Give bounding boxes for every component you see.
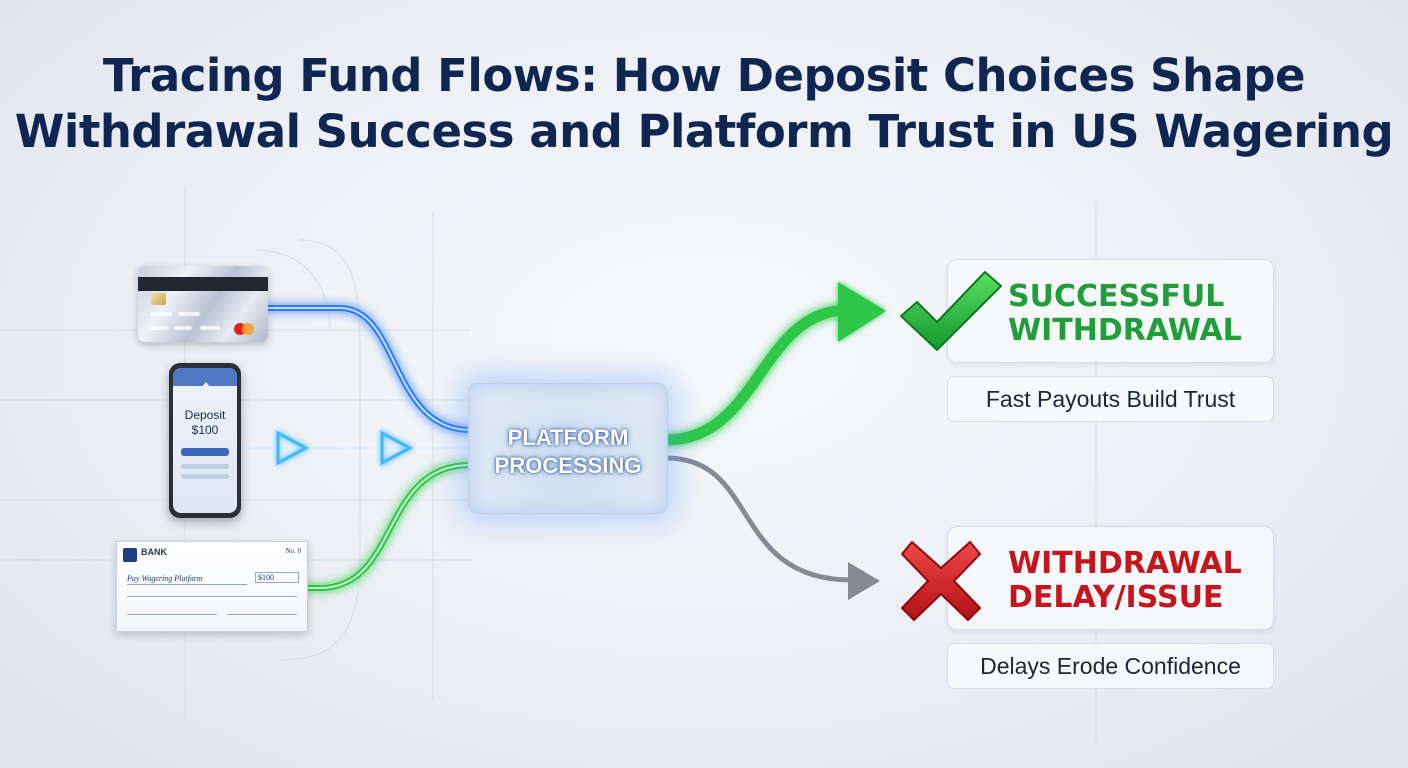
bank-check-icon: BANK No. 0 Pay Wagering Platform $100 (116, 541, 308, 632)
failure-outcome-label: WITHDRAWAL DELAY/ISSUE (1008, 546, 1242, 615)
card-flow-line (265, 305, 473, 433)
processing-line-2: PROCESSING (494, 453, 642, 478)
credit-card-icon (138, 266, 268, 342)
title-line-2: Withdrawal Success and Platform Trust in… (14, 105, 1394, 158)
failure-flow-arrowhead (848, 562, 880, 600)
page-title: Tracing Fund Flows: How Deposit Choices … (0, 48, 1408, 160)
check-payee: Pay Wagering Platform (127, 574, 203, 583)
red-x-icon (898, 538, 984, 629)
success-flow-arrowhead (838, 282, 886, 342)
failure-flow-line (663, 455, 855, 583)
check-amount: $100 (255, 572, 299, 583)
mobile-flow-arrow-2 (380, 430, 414, 466)
checkmark-icon (893, 266, 1005, 359)
mobile-flow-arrow-1 (276, 430, 310, 466)
failure-caption: Delays Erode Confidence (947, 643, 1274, 689)
success-outcome-box: SUCCESSFUL WITHDRAWAL (947, 259, 1274, 363)
check-flow-line (303, 462, 473, 591)
platform-processing-box: PLATFORM PROCESSING (468, 383, 668, 514)
processing-line-1: PLATFORM (507, 425, 629, 450)
check-bank-name: BANK (141, 547, 167, 557)
failure-outcome-box: WITHDRAWAL DELAY/ISSUE (947, 526, 1274, 630)
title-line-1: Tracing Fund Flows: How Deposit Choices … (102, 49, 1306, 102)
mobile-deposit-label: Deposit $100 (184, 408, 226, 437)
smartphone-icon: Deposit $100 (169, 363, 241, 518)
success-flow-line (660, 304, 854, 446)
success-outcome-label: SUCCESSFUL WITHDRAWAL (1008, 279, 1242, 348)
success-caption: Fast Payouts Build Trust (947, 376, 1274, 422)
